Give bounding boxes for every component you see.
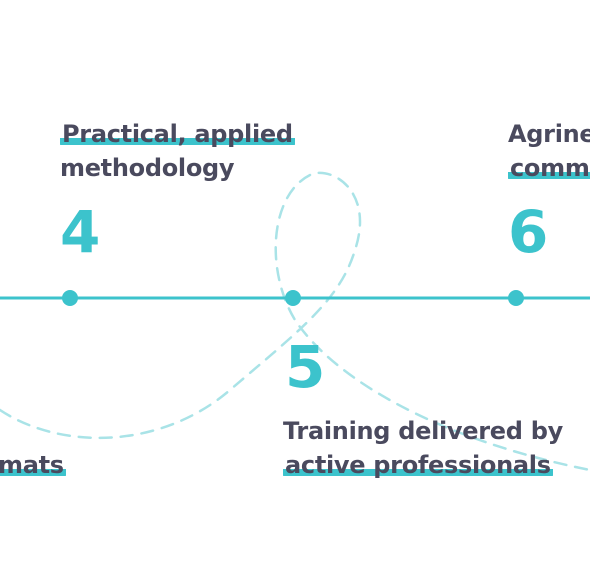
step-4-label: Practical, applied methodology	[60, 117, 295, 185]
step-5-number: 5	[285, 333, 326, 401]
step-6-label: Agrine comm	[508, 117, 590, 185]
step-6-label-line-2: comm	[508, 154, 590, 182]
step-5-label-line-1: Training delivered by	[283, 417, 563, 445]
step-4-number: 4	[60, 198, 101, 266]
step-4-label-line-2: methodology	[60, 154, 235, 182]
step-6-number: 6	[508, 198, 549, 266]
step-6-label-line-1: Agrine	[508, 120, 590, 148]
step-5-label: Training delivered by active professiona…	[283, 414, 563, 482]
step-5-label-line-2: active professionals	[283, 451, 553, 479]
dashed-loop-path	[0, 171, 590, 472]
partial-left-label: mats	[0, 448, 66, 482]
timeline-dot-4	[62, 290, 78, 306]
partial-left-label-line: mats	[0, 451, 66, 479]
timeline-dot-6	[508, 290, 524, 306]
timeline-dot-5	[285, 290, 301, 306]
step-4-label-line-1: Practical, applied	[60, 120, 295, 148]
